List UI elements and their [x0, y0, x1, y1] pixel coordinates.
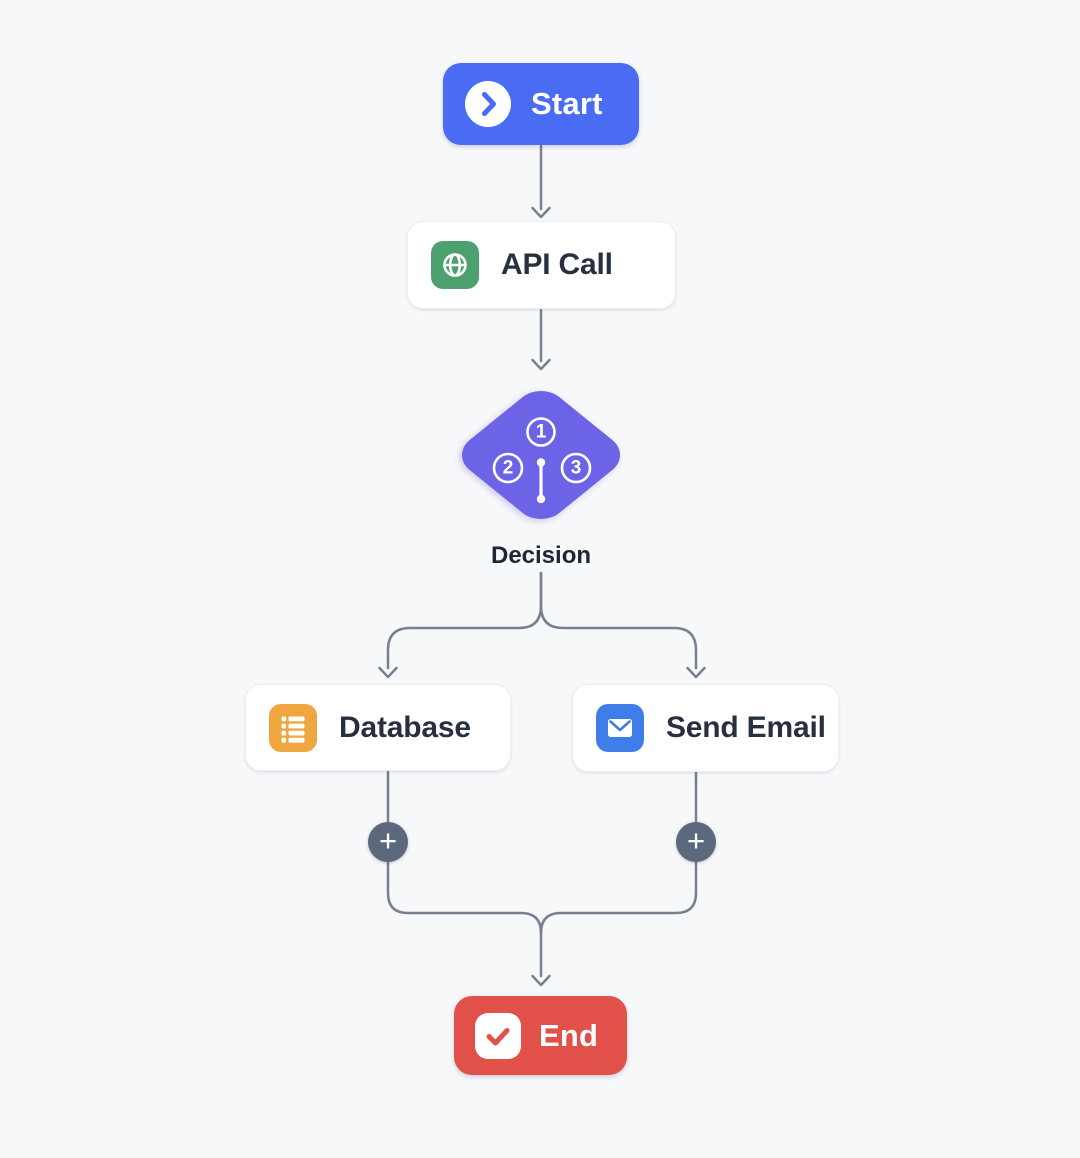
edge-decision-email	[539, 571, 698, 670]
node-database-label: Database	[339, 710, 471, 744]
chevron-right-icon	[465, 81, 511, 127]
arrowhead	[378, 666, 398, 679]
node-decision-label: Decision	[490, 542, 592, 569]
node-end[interactable]: End	[454, 996, 627, 1075]
branch-steps-icon: 1 2 3	[492, 417, 591, 504]
node-end-label: End	[539, 1017, 599, 1053]
decision-badge-2: 2	[502, 458, 513, 479]
edge-database-end	[386, 770, 543, 978]
node-decision[interactable]: 1 2 3	[450, 382, 631, 528]
edge-decision-database	[386, 571, 543, 670]
arrowhead	[531, 974, 551, 987]
node-database[interactable]: Database	[245, 684, 511, 771]
node-send-email[interactable]: Send Email	[572, 684, 839, 772]
envelope-icon	[596, 704, 644, 752]
globe-icon	[431, 241, 479, 289]
table-rows-icon	[269, 703, 317, 752]
node-start[interactable]: Start	[443, 63, 639, 145]
arrowhead	[531, 358, 551, 371]
plus-icon: +	[378, 823, 398, 858]
decision-badge-1: 1	[535, 422, 546, 443]
edge-email-end	[539, 771, 698, 935]
node-api-call[interactable]: API Call	[407, 221, 676, 309]
add-step-button-right[interactable]: +	[676, 822, 716, 862]
node-start-label: Start	[531, 86, 603, 121]
arrowhead	[686, 666, 706, 679]
decision-badge-3: 3	[570, 458, 581, 479]
checkmark-icon	[475, 1012, 521, 1059]
add-step-button-left[interactable]: +	[368, 822, 408, 862]
arrowhead	[531, 206, 551, 219]
plus-icon: +	[686, 823, 706, 858]
node-send-email-label: Send Email	[666, 711, 826, 744]
node-api-call-label: API Call	[501, 248, 613, 281]
